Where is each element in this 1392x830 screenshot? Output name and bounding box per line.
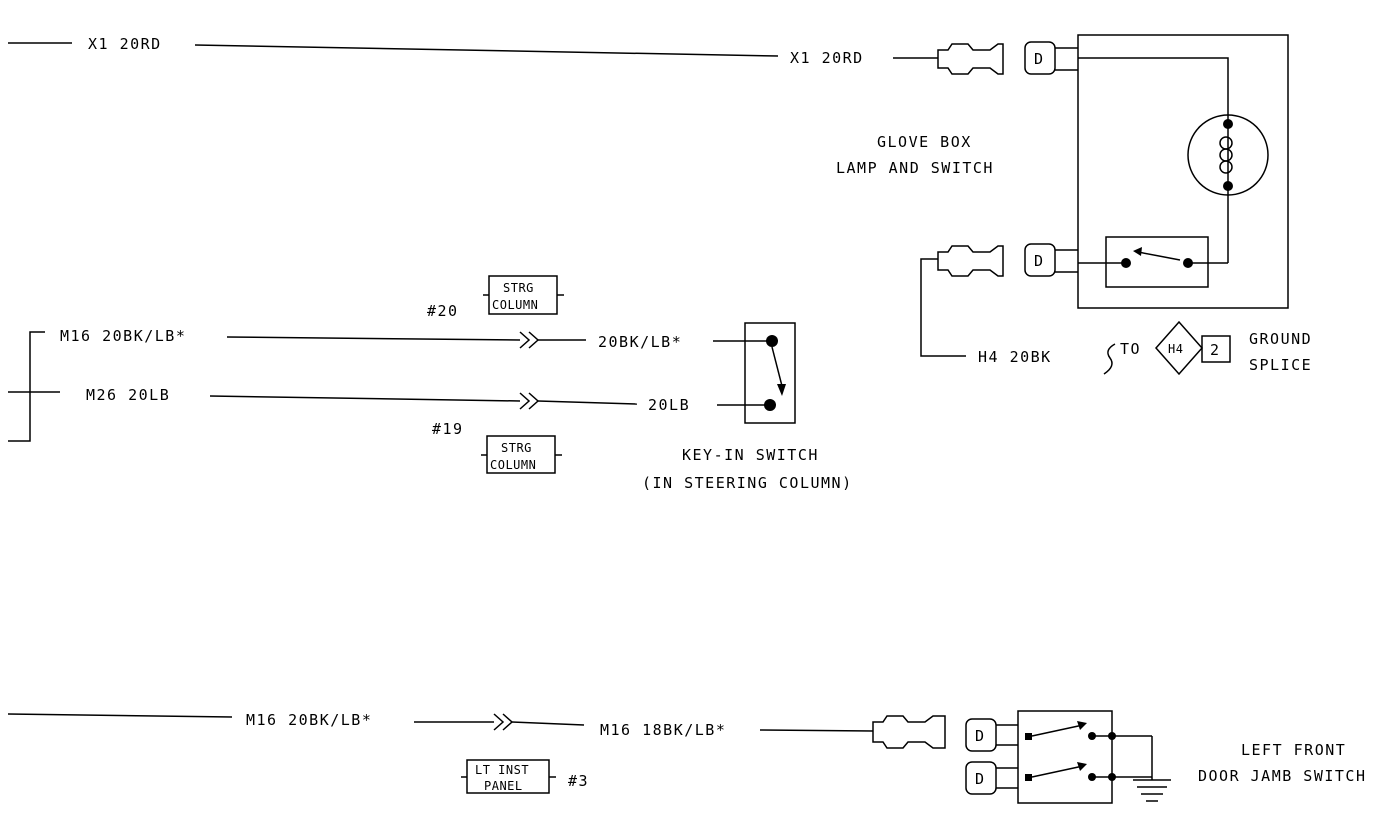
h4-wire-label: H4 20BK [978, 348, 1052, 366]
key-in-switch [744, 322, 796, 424]
connector-3-icon [493, 713, 514, 731]
terminal-d-lower: D [1034, 252, 1045, 270]
lt-inst-label-2: PANEL [484, 779, 523, 793]
glove-box-lower-connector: D H4 20BK TO H4 2 GROUND SPLICE [920, 243, 1312, 376]
to-label: TO [1120, 340, 1141, 358]
connector-20-icon [519, 331, 540, 349]
lamp-filament-icon [1219, 136, 1233, 150]
connector-19-label-2: COLUMN [490, 458, 536, 472]
x1-right-label: X1 20RD [790, 49, 864, 67]
ground-splice-label-2: SPLICE [1249, 356, 1312, 374]
glove-box-lamp-switch: GLOVE BOX LAMP AND SWITCH [836, 34, 1289, 309]
door-terminal-d-lower: D [975, 770, 986, 788]
x1-left-label: X1 20RD [88, 35, 162, 53]
door-jamb-circuit: M16 20BK/LB* M16 18BK/LB* LT INST PANEL … [7, 710, 1367, 804]
door-jamb-label-2: DOOR JAMB SWITCH [1198, 767, 1367, 785]
door-wire-left-label: M16 20BK/LB* [246, 711, 372, 729]
glove-box-label-1: GLOVE BOX [877, 133, 972, 151]
key-in-switch-blade [771, 346, 783, 387]
m16-right-label: 20BK/LB* [598, 333, 682, 351]
glove-box-label-2: LAMP AND SWITCH [836, 159, 994, 177]
connector-20-num: #20 [427, 302, 459, 320]
key-in-circuits: M16 20BK/LB* 20BK/LB* M26 20LB 20LB #20 … [8, 275, 853, 492]
door-jamb-label-1: LEFT FRONT [1241, 741, 1346, 759]
lamp-terminal-top [1223, 119, 1233, 129]
ground-icon [1133, 778, 1171, 802]
splice-id: H4 [1168, 342, 1183, 356]
door-jamb-switch [1017, 710, 1113, 804]
door-terminal-d-upper: D [975, 727, 986, 745]
m16-left-label: M16 20BK/LB* [60, 327, 186, 345]
m26-right-label: 20LB [648, 396, 690, 414]
connector-3-num: #3 [568, 772, 589, 790]
glove-box-upper-connector: D [937, 41, 1078, 75]
key-in-label-2: (IN STEERING COLUMN) [642, 474, 853, 492]
ground-splice-label-1: GROUND [1249, 330, 1312, 348]
ground-splice-diamond [1154, 320, 1204, 376]
connector-19-label-1: STRG [501, 441, 532, 455]
door-wire-right-label: M16 18BK/LB* [600, 721, 726, 739]
connector-20-label-2: COLUMN [492, 298, 538, 312]
key-in-label-1: KEY-IN SWITCH [682, 446, 819, 464]
m26-left-label: M26 20LB [86, 386, 170, 404]
x1-circuit: X1 20RD X1 20RD [8, 35, 938, 67]
connector-19-icon [519, 392, 540, 410]
connector-20-label-1: STRG [503, 281, 534, 295]
terminal-d-upper: D [1034, 50, 1045, 68]
splice-pin: 2 [1210, 341, 1221, 359]
connector-19-num: #19 [432, 420, 464, 438]
lt-inst-label-1: LT INST [475, 763, 529, 777]
glove-switch-blade [1137, 251, 1181, 261]
